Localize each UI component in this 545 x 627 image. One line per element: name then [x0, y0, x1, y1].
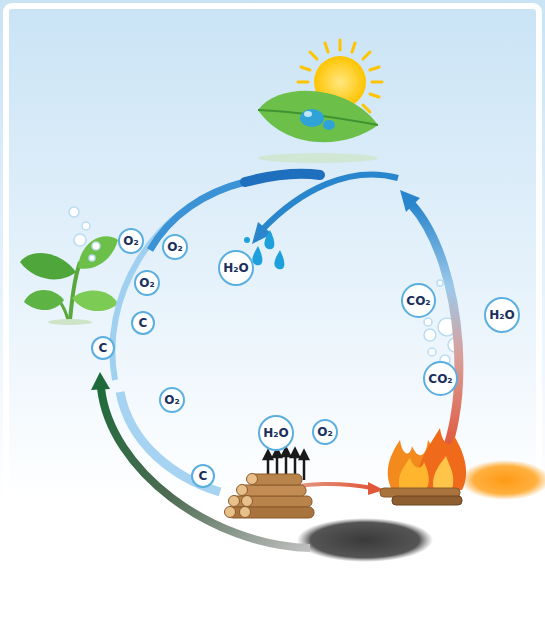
molecule-circle: H₂O	[258, 415, 294, 451]
molecule-formula: O₂	[317, 426, 332, 438]
molecule-circle: O₂	[134, 270, 160, 296]
molecule-formula: CO₂	[406, 295, 430, 307]
molecule-formula: O₂	[123, 235, 138, 247]
molecule-formula: H₂O	[489, 309, 515, 321]
molecule-circle: CO₂	[401, 283, 436, 318]
molecule-circle: O₂	[118, 228, 144, 254]
molecule-formula: O₂	[164, 394, 179, 406]
molecule-circle: C	[191, 464, 215, 488]
molecule-circle: O₂	[312, 419, 338, 445]
molecule-formula: C	[139, 317, 148, 329]
molecule-circle: CO₂	[423, 361, 458, 396]
molecule-circle: C	[91, 336, 115, 360]
molecule-formula: H₂O	[223, 262, 249, 274]
molecule-formula: H₂O	[263, 427, 289, 439]
molecule-formula: C	[199, 470, 208, 482]
molecule-formula: CO₂	[428, 373, 452, 385]
molecule-formula: O₂	[167, 241, 182, 253]
molecule-formula: C	[99, 342, 108, 354]
molecule-circle: H₂O	[484, 297, 520, 333]
molecule-circle: H₂O	[218, 250, 254, 286]
molecule-circle: C	[131, 311, 155, 335]
molecule-circle: O₂	[159, 387, 185, 413]
molecule-formula: O₂	[139, 277, 154, 289]
molecule-circle: O₂	[162, 234, 188, 260]
